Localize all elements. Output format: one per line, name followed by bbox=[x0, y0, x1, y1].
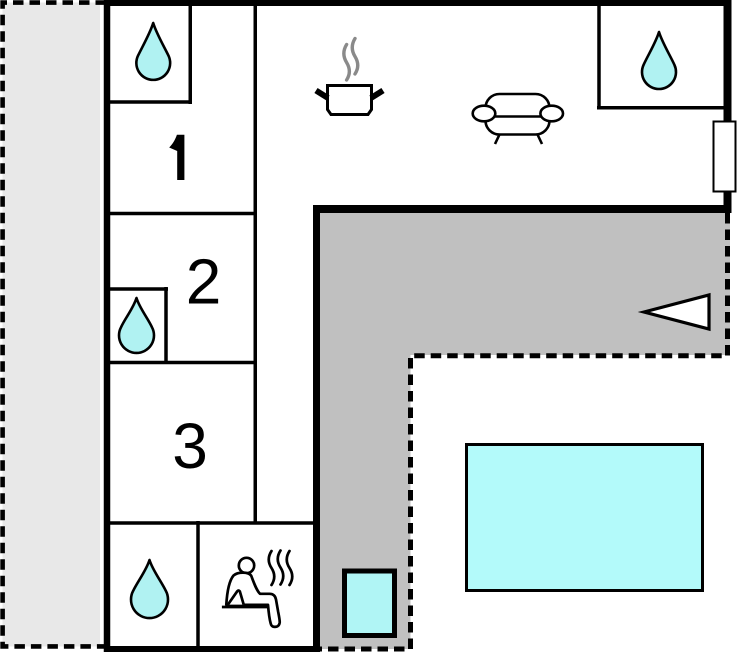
svg-text:2: 2 bbox=[186, 246, 222, 318]
svg-text:3: 3 bbox=[172, 410, 208, 482]
